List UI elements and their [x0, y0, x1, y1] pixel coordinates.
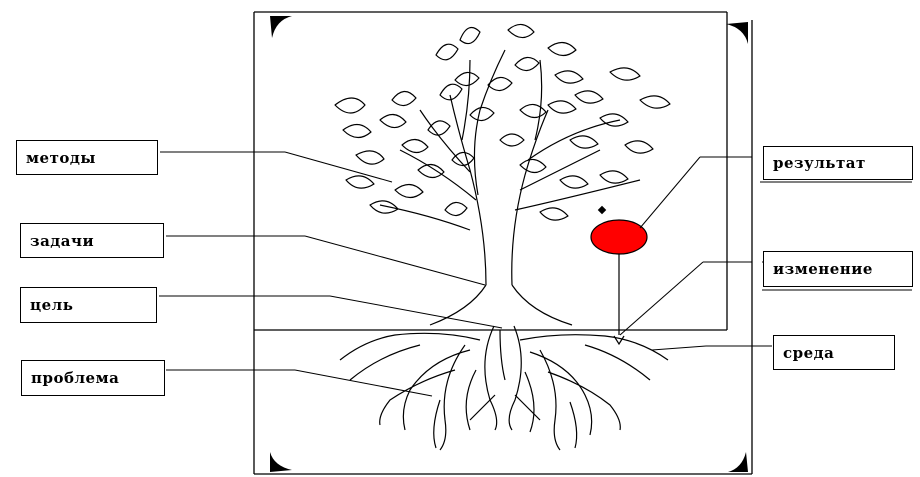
- methods-label: методы: [16, 140, 158, 175]
- change-label: изменение: [763, 251, 913, 287]
- frame-corners: [270, 16, 748, 472]
- goal-label: цель: [20, 287, 157, 323]
- problem-label: проблема: [21, 360, 165, 396]
- tree-icon: [335, 24, 670, 325]
- frame: [254, 12, 752, 474]
- environment-label: среда: [773, 335, 895, 370]
- fruit-icon: [591, 206, 647, 344]
- result-label: результат: [763, 146, 913, 180]
- tasks-label: задачи: [20, 223, 164, 258]
